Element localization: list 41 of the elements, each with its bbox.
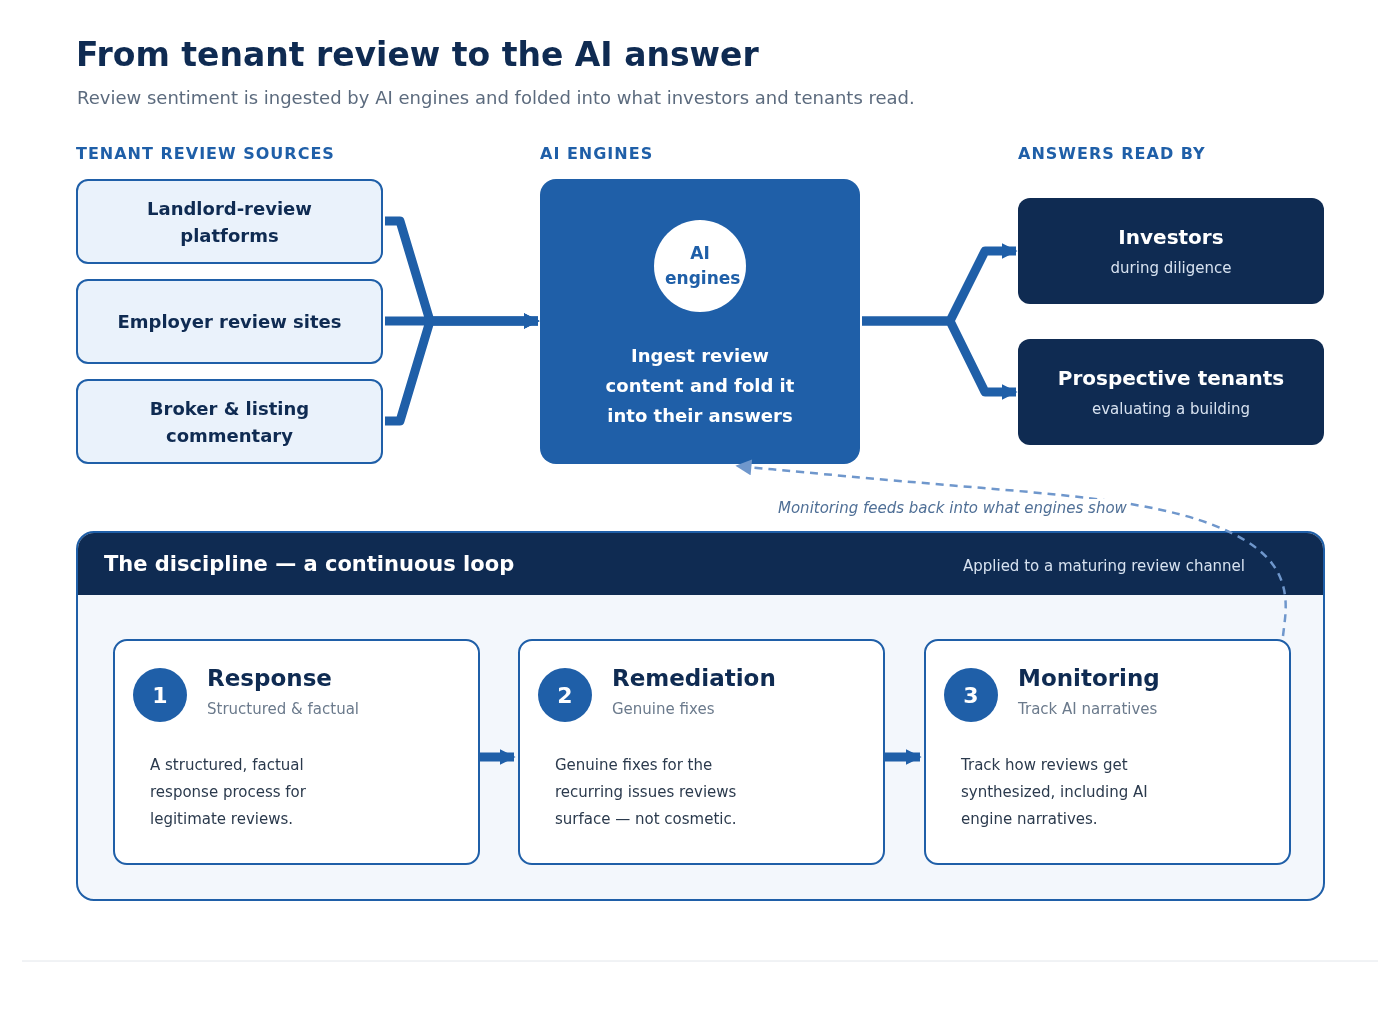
arrow: [735, 459, 1287, 637]
edge-label: Monitoring feeds back into what engines show: [776, 499, 1129, 517]
section-heading: ANSWERS READ BY: [1018, 144, 1206, 163]
arrow: [480, 749, 516, 765]
step-card: [113, 639, 480, 865]
source-box: Employer review sites: [76, 279, 383, 364]
arrow: [885, 749, 922, 765]
discipline-panel: [76, 531, 1325, 901]
step-subtitle: Track AI narratives: [1018, 700, 1158, 718]
panel-note: Applied to a maturing review channel: [963, 557, 1245, 575]
step-card: [924, 639, 1291, 865]
title: From tenant review to the AI answer: [76, 35, 759, 74]
subtitle: Review sentiment is ingested by AI engines and folded into what investors and tenants read.: [77, 87, 915, 108]
step-description: A structured, factual response process for legitimate reviews.: [150, 755, 307, 830]
step-title: Monitoring: [1018, 665, 1160, 691]
engine-box: [540, 179, 860, 464]
step-description: Track how reviews get synthesized, including AI engine narratives.: [961, 755, 1149, 830]
arrow: [862, 316, 1018, 400]
arrow: [385, 313, 540, 426]
source-box: Broker & listing commentary: [76, 379, 383, 464]
section-heading: TENANT REVIEW SOURCES: [76, 144, 335, 163]
audience-title: Prospective tenants: [1057, 366, 1285, 390]
step-title: Response: [207, 665, 332, 691]
step-title: Remediation: [612, 665, 776, 691]
panel-heading: The discipline — a continuous loop: [104, 552, 515, 576]
step-description: Genuine fixes for the recurring issues reviews surface — not cosmetic.: [555, 755, 738, 830]
audience-box: [1018, 198, 1324, 304]
step-card: [518, 639, 885, 865]
audience-box: [1018, 339, 1324, 445]
engine-circle: AI engines: [654, 220, 746, 312]
step-number: 2: [538, 668, 592, 722]
audience-subtitle: evaluating a building: [1091, 400, 1251, 418]
step-subtitle: Structured & factual: [207, 700, 359, 718]
step-subtitle: Genuine fixes: [612, 700, 715, 718]
audience-subtitle: during diligence: [1110, 259, 1232, 277]
step-number: 1: [133, 668, 187, 722]
audience-title: Investors: [1118, 225, 1224, 249]
source-box: Landlord-review platforms: [76, 179, 383, 264]
engine-description: Ingest review content and fold it into their answers: [604, 344, 796, 428]
step-number: 3: [944, 668, 998, 722]
section-heading: AI ENGINES: [540, 144, 654, 163]
